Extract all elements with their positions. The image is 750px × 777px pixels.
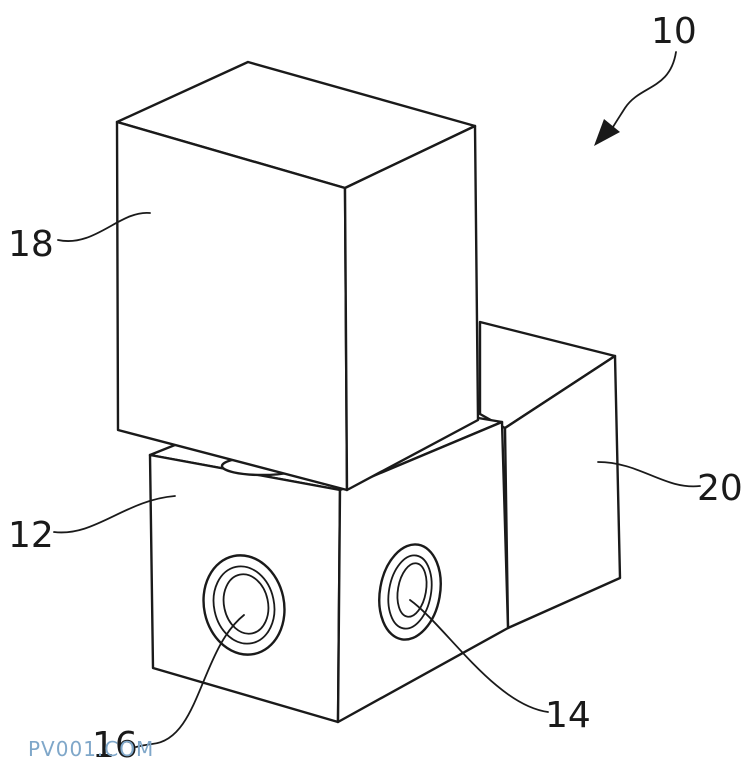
port-16-middle-ring: [212, 565, 276, 645]
block-20: [478, 320, 622, 630]
ref-14: 14: [545, 695, 591, 736]
ref-20: 20: [697, 468, 743, 509]
block-18: [115, 60, 480, 492]
ref-10: 10: [651, 11, 697, 52]
arrow-10: [594, 51, 677, 146]
port-14-bore: [396, 562, 428, 618]
leader-14: [409, 599, 549, 713]
port-14-outer-ring: [378, 543, 442, 641]
arrow-10-head: [594, 119, 620, 146]
port-16-bore: [222, 573, 270, 635]
port-14: [378, 543, 442, 641]
port-14-middle-ring: [387, 554, 433, 630]
watermark-text: PV001.COM: [28, 737, 154, 761]
ref-16: 16: [92, 725, 138, 766]
leader-18: [57, 212, 151, 243]
ref-12: 12: [8, 515, 54, 556]
leader-16: [135, 614, 245, 748]
arrow-10-shaft: [609, 51, 677, 133]
ref-18: 18: [8, 224, 54, 265]
leader-12: [53, 495, 176, 534]
leader-20: [597, 461, 701, 488]
block-18-side-face: [343, 124, 480, 492]
port-16: [202, 554, 286, 656]
